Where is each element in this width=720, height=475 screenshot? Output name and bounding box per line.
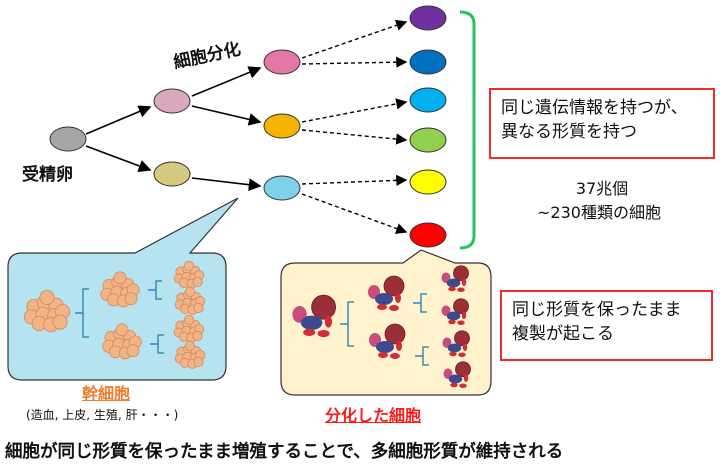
differentiated-cell-cluster (443, 361, 471, 388)
differentiated-cell-label: 分化した細胞 (325, 406, 422, 425)
stem-cell-cluster (174, 340, 206, 369)
cell-level3 (263, 175, 301, 201)
stem-cell-label: 幹細胞 (82, 384, 131, 403)
differentiated-cell-cluster (368, 275, 405, 311)
differentiated-cell-cluster (369, 323, 406, 359)
differentiated-cell (409, 87, 447, 113)
differentiated-cell-callout (280, 249, 492, 396)
differentiated-cell-cluster (441, 265, 469, 292)
cell-clusters (23, 260, 471, 388)
same-genome-line1: 同じ遺伝情報を持つが、 (501, 98, 688, 118)
cell-nodes (49, 5, 447, 248)
cell-level2 (153, 161, 191, 187)
replication-line2: 複製が起こる (512, 324, 614, 344)
stem-cell-cluster (173, 260, 205, 289)
cell-level2 (153, 88, 191, 114)
stem-cell-cluster (174, 286, 206, 315)
stem-cell-cluster (23, 289, 71, 333)
lineage-arrows (85, 66, 262, 192)
cell-types: ~230種類の細胞 (537, 203, 661, 222)
zygote-cell (49, 126, 87, 152)
zygote-label: 受精卵 (22, 165, 73, 185)
stem-cell-cluster (173, 314, 205, 343)
differentiated-cell (409, 49, 447, 75)
stem-cell-cluster (102, 323, 142, 360)
same-genome-box: 同じ遺伝情報を持つが、 異なる形質を持つ (489, 88, 715, 159)
differentiated-cell-cluster (292, 294, 337, 338)
replication-line1: 同じ形質を保ったまま (512, 300, 682, 320)
bracket (459, 10, 476, 250)
stem-cell-cluster (100, 271, 140, 308)
cell-level3 (263, 113, 301, 139)
tree-branch (82, 288, 89, 338)
differentiated-cell (409, 169, 447, 195)
cell-level3 (263, 49, 301, 75)
tree-branch (157, 334, 164, 354)
division-trees (75, 280, 429, 366)
differentiated-cell (409, 127, 447, 153)
differentiated-cell (409, 5, 447, 31)
differentiated-cell (409, 222, 447, 248)
differentiated-cell-cluster (441, 298, 469, 325)
replication-box: 同じ形質を保ったまま 複製が起こる (500, 290, 713, 361)
cell-count: 37兆個 (575, 179, 629, 198)
stem-cell-examples: (造血, 上皮, 生殖, 肝・・・) (26, 408, 179, 422)
conclusion: 細胞が同じ形質を保ったまま増殖することで、多細胞形質が維持される (5, 442, 564, 462)
tree-branch (155, 280, 162, 300)
tree-branch (347, 301, 354, 347)
same-genome-line2: 異なる形質を持つ (501, 122, 637, 142)
tree-branch (420, 293, 427, 313)
differentiated-cell-cluster (442, 330, 470, 357)
dashed-arrows (301, 19, 408, 234)
tree-branch (422, 346, 429, 366)
